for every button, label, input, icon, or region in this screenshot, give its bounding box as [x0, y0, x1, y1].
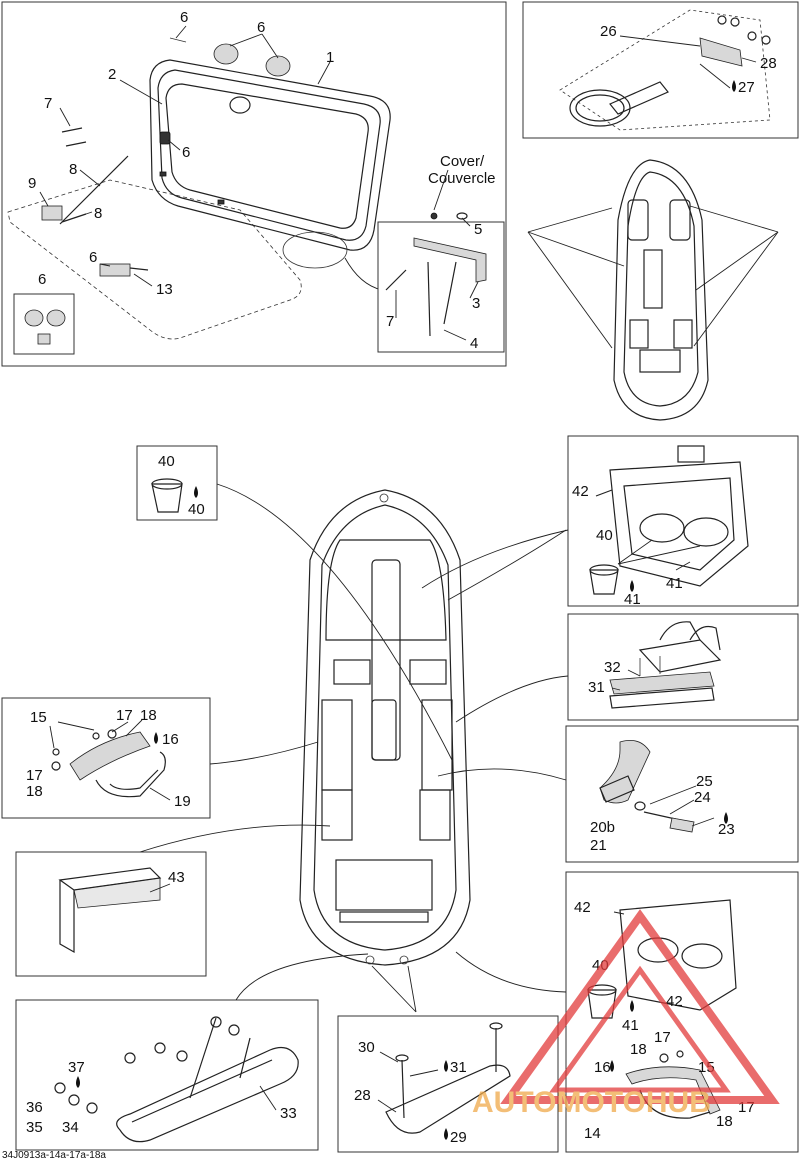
callout-41: 42	[666, 993, 683, 1010]
callout-5: 5	[474, 221, 482, 238]
callout-29: 30	[358, 1039, 375, 1056]
drop-icon	[444, 1060, 448, 1072]
drop-icon	[76, 1076, 80, 1088]
drop-icon	[630, 580, 634, 592]
panel-storage-cover: 6 6 1 2 7 6 8 9 8 6 13 6 Cover/ Couvercl…	[1, 1, 507, 367]
panel-pad: 32 31	[455, 613, 799, 723]
callout-10: 7	[44, 95, 52, 112]
cover-label-line2: Couvercle	[428, 170, 496, 187]
callout-33: 33	[280, 1105, 297, 1122]
panel-cup-holder: 40 40	[136, 445, 453, 761]
panel-handle-left: 15 17 18 16 17 18 19	[1, 697, 319, 819]
panel-rear-handle: 33 37 36 35 34	[15, 953, 369, 1151]
callout-22: 24	[694, 789, 711, 806]
callout-36: 36	[26, 1099, 43, 1116]
panel-step: 30 31 28 29	[337, 965, 559, 1153]
callout-38: 40	[158, 453, 175, 470]
callout-20b: 21	[590, 837, 607, 854]
callout-21: 23	[718, 821, 735, 838]
watermark-logo: AUTOMOTOHUB	[472, 909, 780, 1119]
watermark-text: AUTOMOTOHUB	[472, 1086, 711, 1119]
callout-1: 1	[326, 49, 334, 66]
callout-3: 3	[472, 295, 480, 312]
cover-label-line1: Cover/	[440, 153, 485, 170]
callout-6: 6	[38, 271, 46, 288]
callout-11: 8	[94, 205, 102, 222]
callout-26: 28	[760, 55, 777, 72]
boat-view-main	[299, 489, 471, 966]
panel-glove-box-upper: 42 40 41 41	[421, 435, 799, 608]
callout-27: 28	[354, 1087, 371, 1104]
callout-6: 6	[89, 249, 97, 266]
drop-icon	[194, 486, 198, 498]
callout-41: 41	[666, 575, 683, 592]
callout-14: 14	[584, 1125, 601, 1142]
callout-17: 17	[26, 767, 43, 784]
callout-8: 8	[69, 161, 77, 178]
callout-18: 18	[630, 1041, 647, 1058]
callout-16: 16	[162, 731, 179, 748]
callout-6: 6	[180, 9, 188, 26]
figure-code: 34J0913a-14a-17a-18a	[2, 1150, 106, 1161]
drop-icon	[444, 1128, 448, 1140]
callout-42: 42	[574, 899, 591, 916]
callout-28: 29	[450, 1129, 467, 1146]
callout-20a: 20b	[590, 819, 615, 836]
callout-18: 18	[26, 783, 43, 800]
callout-40: 41	[624, 591, 641, 608]
callout-23: 25	[696, 773, 713, 790]
callout-19: 19	[174, 793, 191, 810]
drop-icon	[732, 80, 736, 92]
callout-17: 17	[116, 707, 133, 724]
panel-glove-box-lower: 42 40 41 42 17 18 15 16 17 18 14	[455, 871, 799, 1153]
callout-39: 40	[596, 527, 613, 544]
callout-40: 41	[622, 1017, 639, 1034]
callout-31: 31	[588, 679, 605, 696]
callout-25: 27	[738, 79, 755, 96]
panel-grab-handle: 25 24 23 20b 21	[437, 725, 799, 863]
drop-icon	[610, 1060, 614, 1072]
callout-24: 26	[600, 23, 617, 40]
drop-icon	[154, 732, 158, 744]
callout-17: 17	[654, 1029, 671, 1046]
callout-13: 13	[156, 281, 173, 298]
callout-4: 4	[470, 335, 478, 352]
callout-15: 15	[30, 709, 47, 726]
callout-6: 6	[257, 19, 265, 36]
callout-42: 42	[572, 483, 589, 500]
callout-16: 16	[594, 1059, 611, 1076]
callout-18: 18	[716, 1113, 733, 1130]
callout-18: 18	[140, 707, 157, 724]
boat-view-upper	[527, 159, 779, 421]
callout-12: 9	[28, 175, 36, 192]
callout-32: 32	[604, 659, 621, 676]
panel-foam: 43	[15, 824, 331, 977]
panel-steering: 26 28 27	[522, 1, 799, 139]
callout-30: 31	[450, 1059, 467, 1076]
callout-35: 35	[26, 1119, 43, 1136]
callout-40: 40	[188, 501, 205, 518]
callout-9: 6	[182, 144, 190, 161]
callout-2: 2	[108, 66, 116, 83]
callout-37: 37	[68, 1059, 85, 1076]
callout-7: 7	[386, 313, 394, 330]
drop-icon	[630, 1000, 634, 1012]
drop-icon	[724, 812, 728, 824]
callout-34: 34	[62, 1119, 79, 1136]
callout-43: 43	[168, 869, 185, 886]
